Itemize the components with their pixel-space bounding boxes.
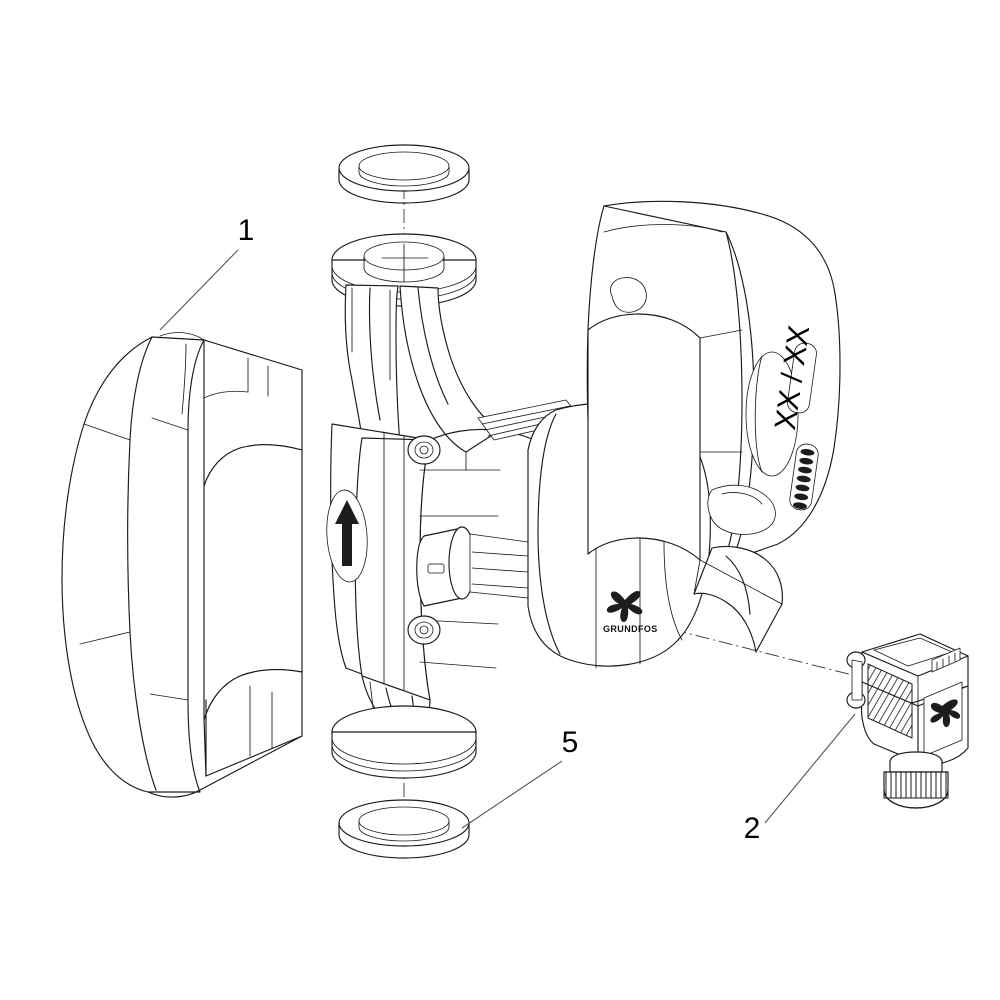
insulation-shell-right: XX / XX	[586, 200, 841, 653]
upper-port-flange	[331, 233, 477, 307]
callout-2-label: 2	[744, 812, 761, 845]
terminal-box-socket[interactable]	[416, 526, 529, 607]
housing-boss-upper	[407, 435, 441, 465]
pump-housing	[326, 399, 583, 701]
flow-arrow-badge	[326, 489, 368, 583]
callout-5-leader	[461, 760, 563, 829]
callout-5-label: 5	[562, 726, 579, 759]
cable-gland	[883, 751, 949, 809]
indicator-dots	[793, 448, 815, 510]
housing-boss-lower	[407, 615, 441, 645]
callout-group: 1 2 5	[159, 214, 856, 845]
callout-1-leader	[159, 249, 239, 331]
brand-logo: GRUNDFOS	[603, 590, 658, 634]
brand-wordmark: GRUNDFOS	[603, 624, 658, 634]
indicator-dot-panel[interactable]	[789, 443, 820, 511]
plug-logo-panel	[923, 681, 963, 757]
lower-port-flange	[331, 705, 477, 779]
pinwheel-icon	[606, 590, 643, 622]
plug-grille	[867, 663, 913, 739]
callout-2-leader	[764, 713, 856, 824]
connector-plug[interactable]	[846, 633, 969, 809]
gasket-ring-upper	[338, 144, 470, 204]
plug-latch[interactable]	[846, 651, 866, 709]
plug-terminal-marks	[931, 647, 961, 673]
insulation-shell-left	[61, 332, 303, 798]
callout-1-label: 1	[238, 214, 255, 247]
